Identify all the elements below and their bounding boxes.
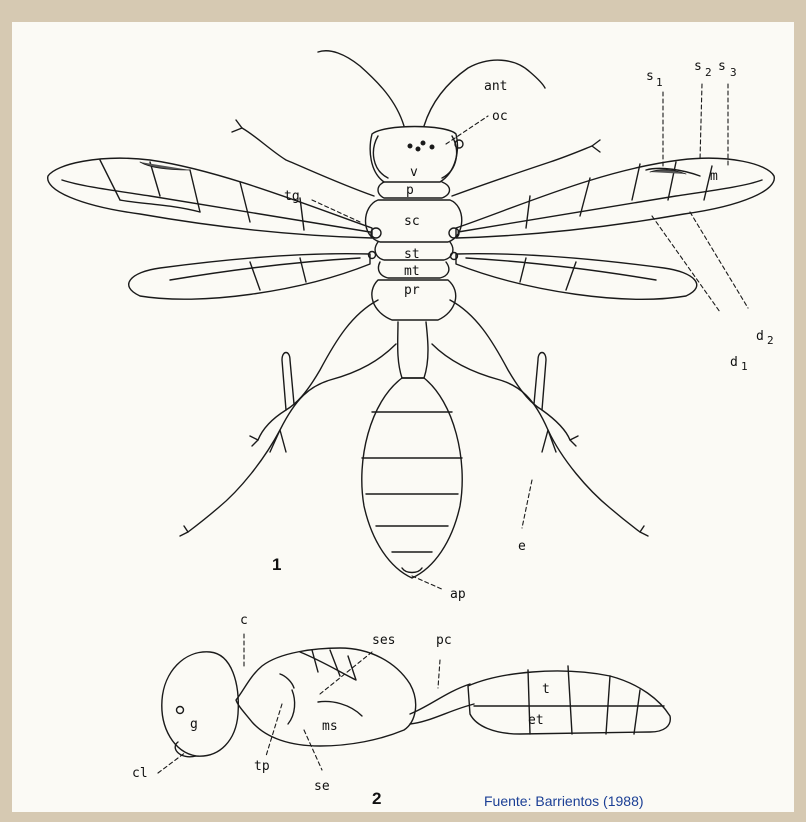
source-caption: Fuente: Barrientos (1988) — [484, 793, 644, 809]
label-s3: s — [718, 59, 726, 74]
label-et: et — [528, 713, 544, 728]
compound-eye — [455, 140, 463, 148]
label-oc: oc — [492, 109, 508, 124]
right-foreleg — [452, 146, 592, 196]
label-m: m — [710, 169, 718, 184]
label-ms: ms — [322, 719, 338, 734]
label-e: e — [518, 539, 526, 554]
label-tg: tg — [284, 189, 300, 204]
figure-1-number: 1 — [272, 555, 281, 574]
label-s1-sub: 1 — [656, 76, 663, 89]
right-hindwing — [456, 254, 697, 300]
right-hindleg — [432, 344, 640, 532]
gaster — [362, 378, 462, 578]
label-d1-sub: 1 — [741, 360, 748, 373]
label-st: st — [404, 247, 420, 262]
label-p: p — [406, 183, 414, 198]
label-tp: tp — [254, 759, 270, 774]
right-midleg — [450, 300, 570, 440]
label-s3-sub: 3 — [730, 66, 737, 79]
label-pr: pr — [404, 283, 420, 298]
label-ses: ses — [372, 633, 395, 648]
left-forewing — [48, 158, 372, 238]
label-s1: s — [646, 69, 654, 84]
lateral-head — [162, 652, 238, 756]
label-c: c — [240, 613, 248, 628]
figure-2-number: 2 — [372, 789, 381, 808]
label-d2-sub: 2 — [767, 334, 774, 347]
label-d1: d — [730, 355, 738, 370]
left-hindleg — [188, 344, 396, 532]
label-s2: s — [694, 59, 702, 74]
petiole — [398, 322, 428, 378]
label-v: v — [410, 165, 418, 180]
label-se: se — [314, 779, 330, 794]
label-pc: pc — [436, 633, 452, 648]
label-cl: cl — [132, 766, 148, 781]
right-forewing — [456, 158, 774, 238]
label-d2: d — [756, 329, 764, 344]
lateral-petiole — [410, 684, 474, 724]
label-g: g — [190, 717, 198, 732]
label-t: t — [542, 682, 550, 697]
label-mt: mt — [404, 264, 420, 279]
left-antenna — [318, 51, 404, 126]
left-foreleg — [242, 128, 374, 196]
left-hindwing — [129, 254, 370, 300]
left-midleg — [258, 300, 378, 440]
label-s2-sub: 2 — [705, 66, 712, 79]
label-ap: ap — [450, 587, 466, 602]
label-ant: ant — [484, 79, 507, 94]
label-sc: sc — [404, 214, 420, 229]
